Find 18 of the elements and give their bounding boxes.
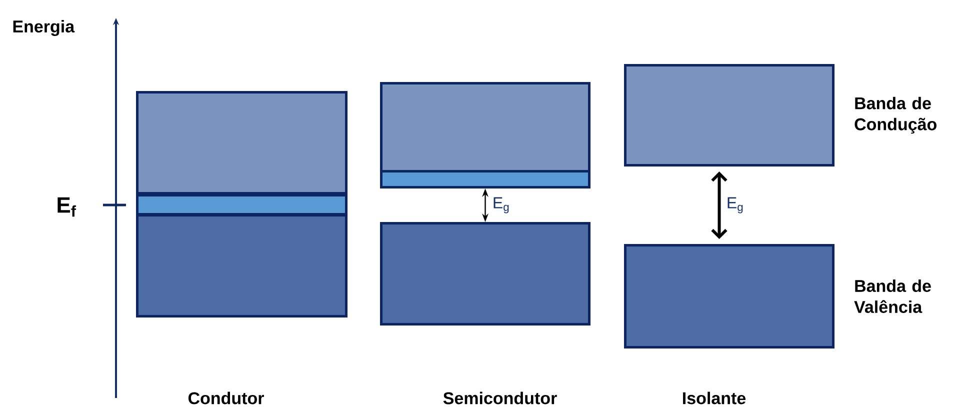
energy-band-box [136, 214, 348, 318]
gap-label: E$_{g}$ [728, 197, 743, 214]
material-label: Condutor [188, 392, 264, 404]
fermi-level-strip [380, 170, 590, 188]
energy-band-box [136, 91, 348, 194]
energy-band-box [380, 82, 590, 172]
energy-band-box [624, 64, 834, 166]
fermi-label: E$_{f}$ [58, 197, 76, 217]
material-label: Semicondutor [443, 392, 557, 404]
axis-label: Energia [13, 20, 75, 36]
gap-arrow [711, 172, 728, 239]
gap-label: E$_{g}$ [494, 197, 509, 214]
band-label: Banda de Condução [854, 96, 936, 134]
fermi-level-strip [136, 194, 348, 216]
energy-band-box [380, 222, 590, 326]
band-label: Banda de Valência [854, 280, 931, 313]
material-label: Isolante [683, 392, 746, 404]
energy-band-box [624, 244, 834, 348]
